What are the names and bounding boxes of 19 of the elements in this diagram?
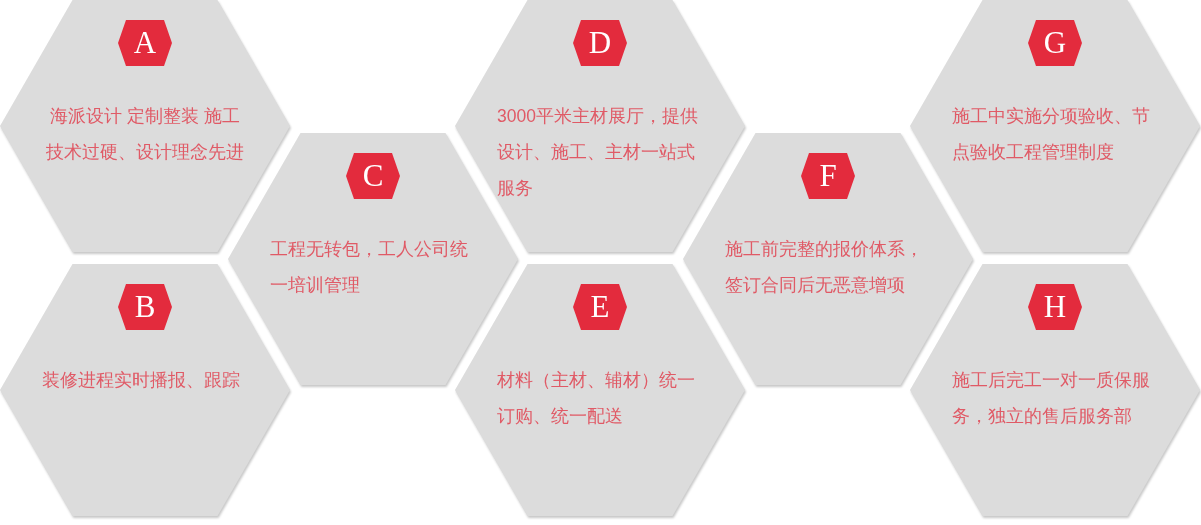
letter-badge: C bbox=[346, 153, 400, 199]
letter-badge: G bbox=[1028, 20, 1082, 66]
letter-badge: E bbox=[573, 284, 627, 330]
description-text: 装修进程实时播报、跟踪 bbox=[42, 369, 241, 392]
hexagon-tile bbox=[0, 264, 290, 516]
description-text: 材料（主材、辅材）统一订购、统一配送 bbox=[497, 369, 696, 428]
description-text: 施工中实施分项验收、节点验收工程管理制度 bbox=[952, 105, 1151, 164]
description-text: 3000平米主材展厅，提供设计、施工、主材一站式服务 bbox=[497, 105, 699, 200]
letter-badge: F bbox=[801, 153, 855, 199]
hexagon-tile bbox=[910, 0, 1200, 252]
description-text: 海派设计 定制整装 施工技术过硬、设计理念先进 bbox=[45, 105, 245, 164]
description-text: 施工后完工一对一质保服务，独立的售后服务部 bbox=[952, 369, 1151, 428]
letter-badge: D bbox=[573, 20, 627, 66]
hexagon-tile bbox=[910, 264, 1200, 516]
letter-badge: B bbox=[118, 284, 172, 330]
description-text: 施工前完整的报价体系，签订合同后无恶意增项 bbox=[725, 238, 924, 297]
letter-badge: A bbox=[118, 20, 172, 66]
letter-badge: H bbox=[1028, 284, 1082, 330]
description-text: 工程无转包，工人公司统一培训管理 bbox=[270, 238, 469, 297]
